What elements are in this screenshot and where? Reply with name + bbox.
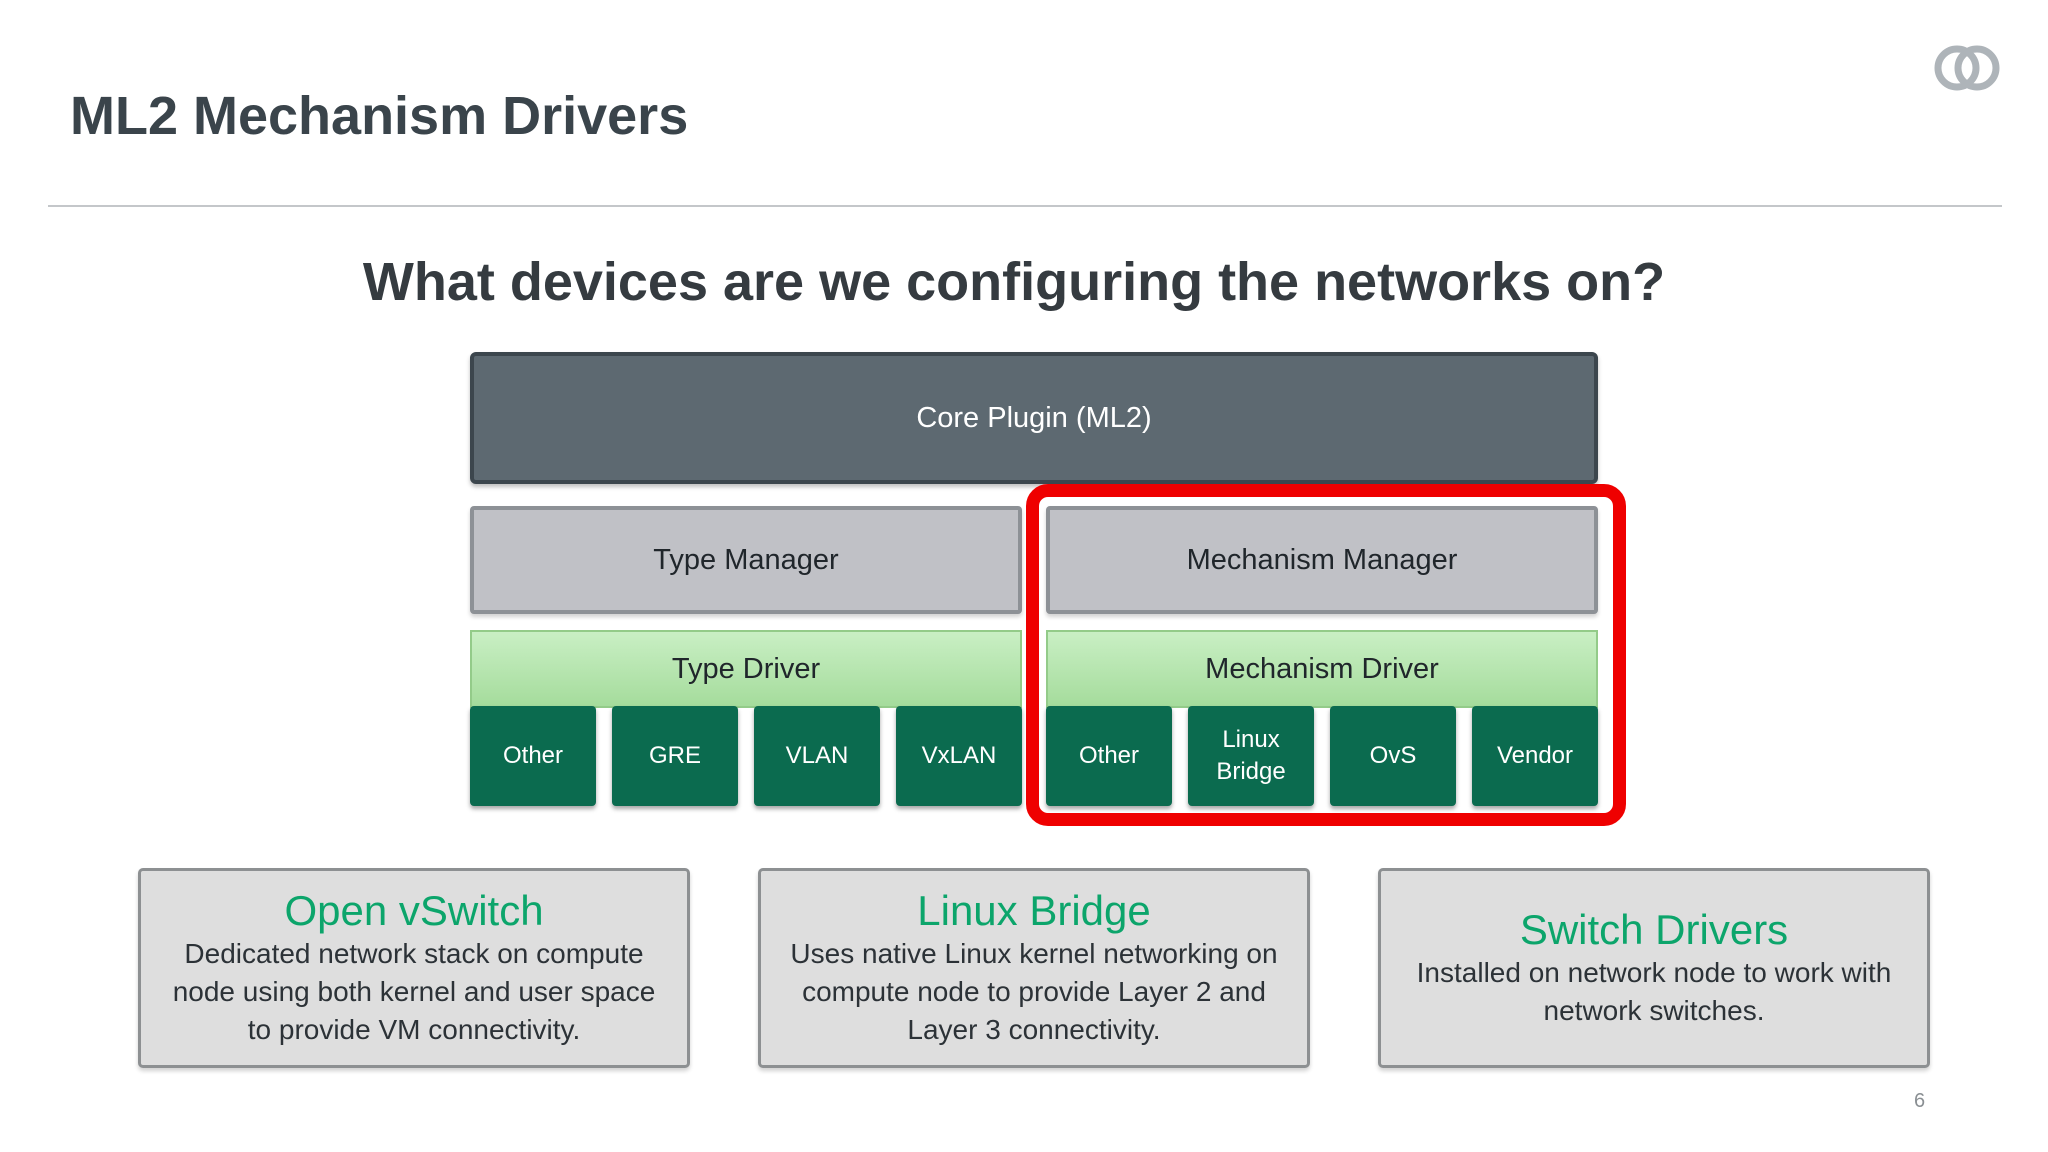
mechanism-driver-other: Other bbox=[1046, 706, 1172, 806]
interlocking-rings-logo-icon bbox=[1930, 40, 2004, 96]
card-title: Switch Drivers bbox=[1519, 906, 1789, 953]
type-driver-box: Type Driver bbox=[470, 630, 1022, 708]
card-body: Dedicated network stack on compute node … bbox=[172, 938, 656, 1045]
card-open-vswitch: Open vSwitch Dedicated network stack on … bbox=[138, 868, 690, 1068]
type-driver-vlan: VLAN bbox=[754, 706, 880, 806]
mechanism-driver-ovs: OvS bbox=[1330, 706, 1456, 806]
type-driver-vxlan: VxLAN bbox=[896, 706, 1022, 806]
title-divider bbox=[48, 205, 2002, 207]
card-body: Uses native Linux kernel networking on c… bbox=[790, 938, 1278, 1045]
page-number: 6 bbox=[1914, 1090, 1926, 1112]
card-title: Open vSwitch bbox=[284, 887, 544, 934]
core-plugin-box: Core Plugin (ML2) bbox=[470, 352, 1598, 484]
card-title: Linux Bridge bbox=[917, 887, 1151, 934]
type-manager-box: Type Manager bbox=[470, 506, 1022, 614]
slide-subtitle: What devices are we configuring the netw… bbox=[362, 252, 1666, 312]
type-driver-gre: GRE bbox=[612, 706, 738, 806]
mechanism-driver-linux-bridge: Linux Bridge bbox=[1188, 706, 1314, 806]
card-switch-drivers: Switch Drivers Installed on network node… bbox=[1378, 868, 1930, 1068]
mechanism-driver-box: Mechanism Driver bbox=[1046, 630, 1598, 708]
card-linux-bridge: Linux Bridge Uses native Linux kernel ne… bbox=[758, 868, 1310, 1068]
mechanism-highlight-outline bbox=[1026, 484, 1626, 826]
mechanism-driver-vendor: Vendor bbox=[1472, 706, 1598, 806]
card-body: Installed on network node to work with n… bbox=[1416, 957, 1892, 1026]
type-driver-other: Other bbox=[470, 706, 596, 806]
slide-title: ML2 Mechanism Drivers bbox=[70, 86, 689, 146]
mechanism-manager-box: Mechanism Manager bbox=[1046, 506, 1598, 614]
